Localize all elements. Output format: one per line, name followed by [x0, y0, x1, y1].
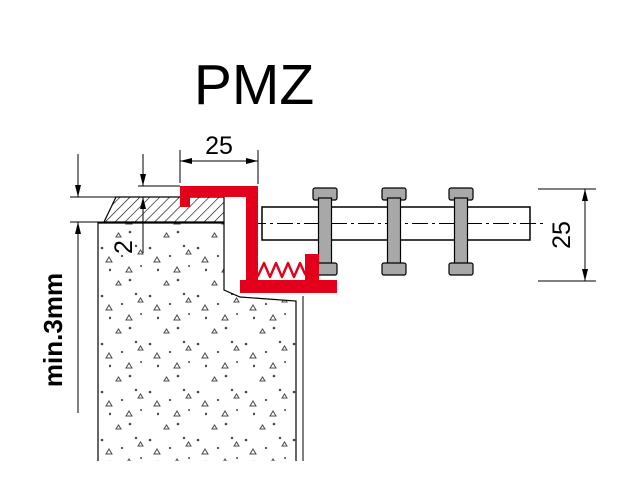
concrete-substrate	[97, 222, 297, 461]
concrete-outline	[97, 222, 297, 461]
arrowhead	[75, 185, 81, 197]
insert-bar	[381, 187, 407, 276]
dimension-label: 25	[548, 221, 576, 249]
arrowhead	[140, 174, 146, 186]
arrowhead	[75, 222, 81, 234]
insert-bar	[448, 187, 474, 276]
dimension-min-depth: min.3mm	[38, 154, 116, 413]
arrowhead	[246, 158, 258, 164]
arrowhead	[582, 269, 588, 281]
dimension-label: 2	[110, 240, 138, 254]
dimension-top-width: 25	[179, 132, 259, 184]
dimension-label: 25	[205, 132, 233, 160]
profile-shape	[180, 186, 337, 293]
insert-bars	[312, 187, 474, 276]
dimension-insert-height: 25	[538, 188, 596, 282]
arrowhead	[140, 197, 146, 209]
screed-hatch	[103, 196, 225, 223]
profile-web-and-foot	[240, 197, 337, 293]
arrowhead	[582, 189, 588, 201]
dimension-label: min.3mm	[38, 273, 68, 387]
profile-top-flange	[180, 186, 258, 207]
drawing-title: PMZ	[194, 53, 314, 117]
arrowhead	[180, 158, 192, 164]
dimension-edge-gap: 2	[110, 154, 180, 254]
profile-clamp-block	[305, 254, 319, 280]
concrete-area	[98, 223, 296, 461]
profile-spring	[256, 261, 307, 279]
